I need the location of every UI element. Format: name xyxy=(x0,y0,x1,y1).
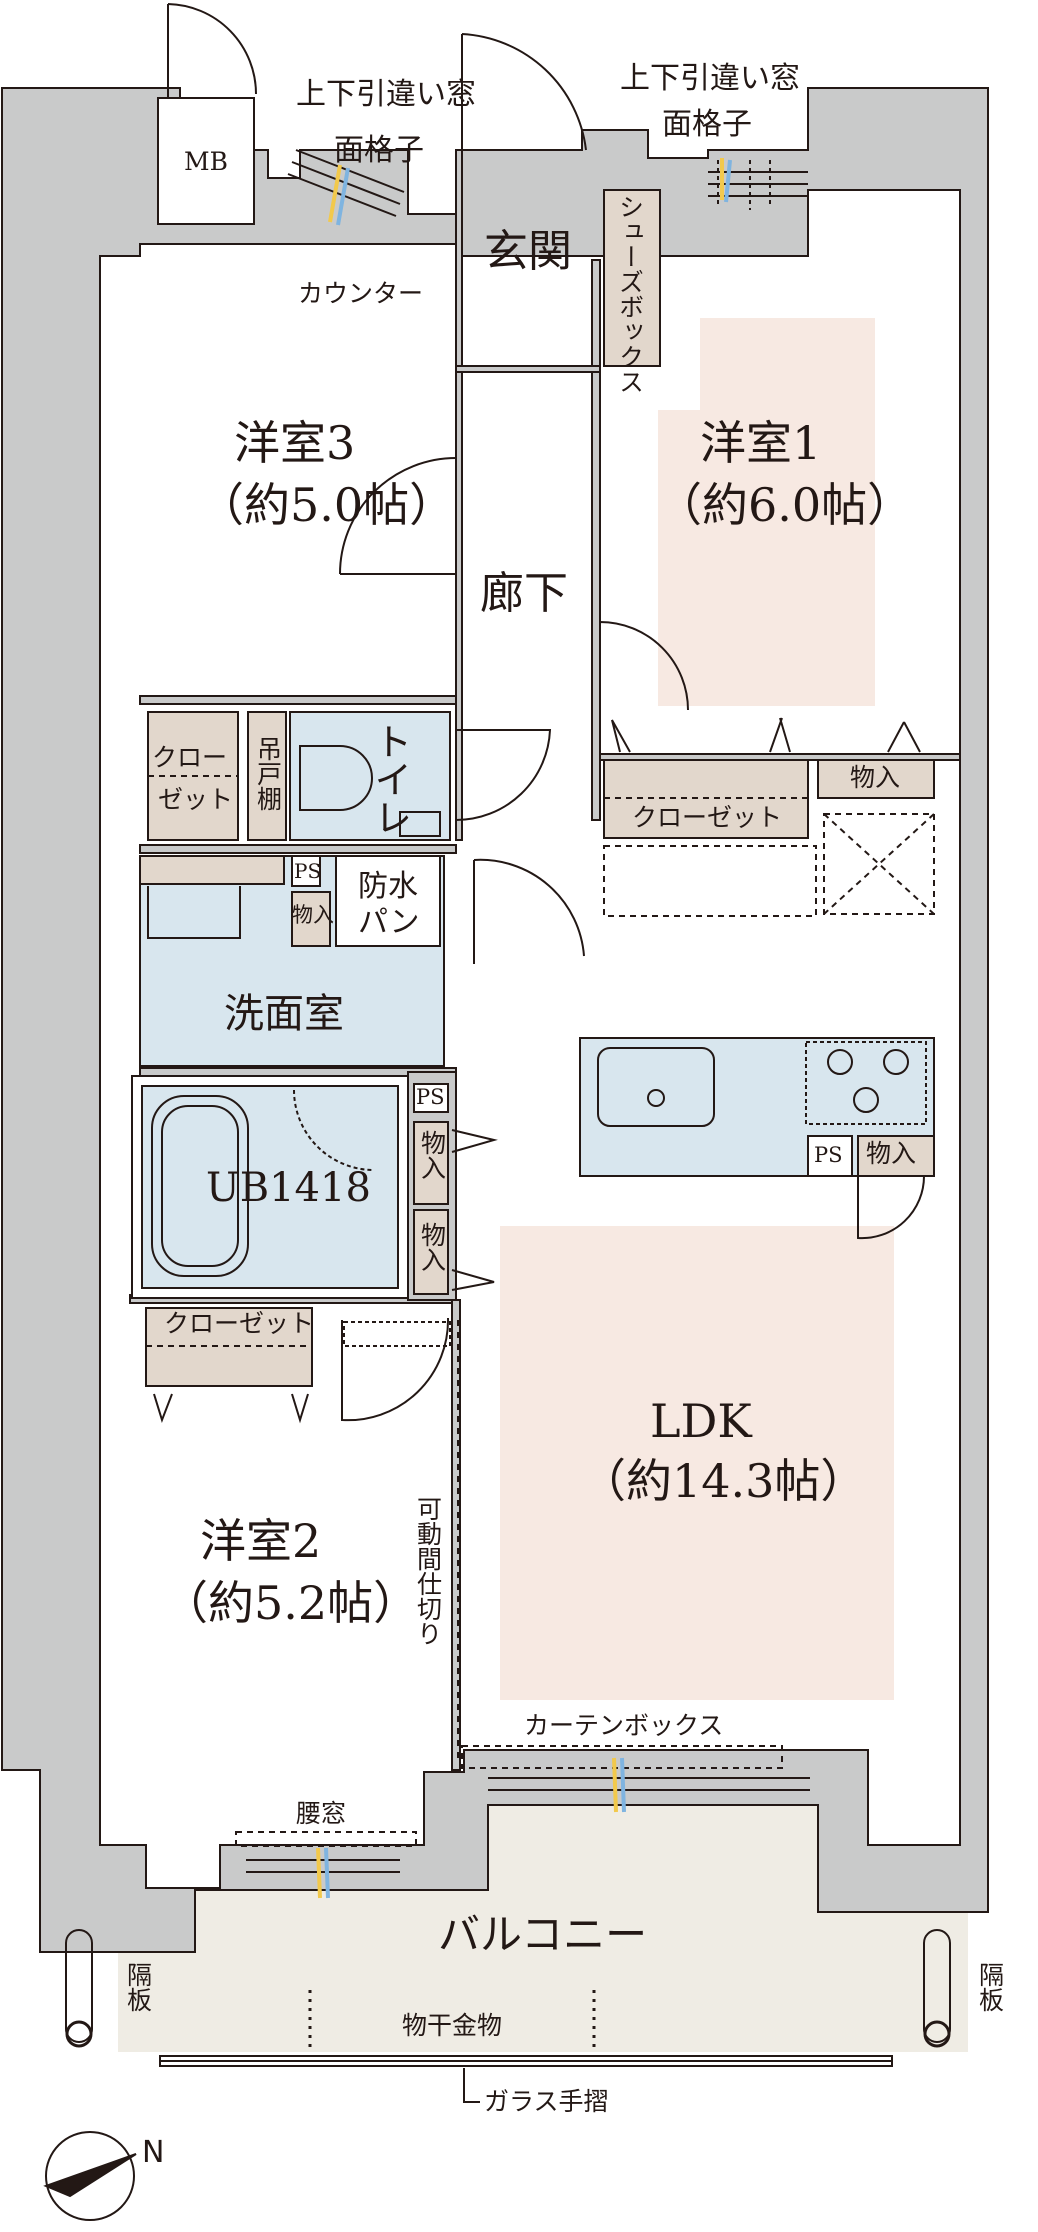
room3-door xyxy=(339,457,457,575)
room2-window xyxy=(235,1831,417,1899)
lattice-left-label: 面格子 xyxy=(334,133,424,168)
room2-size: （約5.2帖） xyxy=(162,1576,420,1630)
partition-right-label: 隔板 xyxy=(975,1962,1005,2012)
ps-2-label: PS xyxy=(416,1085,445,1109)
window-left-label: 上下引違い窓 xyxy=(296,77,476,112)
room3-size: （約5.0帖） xyxy=(198,478,456,532)
shoe-box xyxy=(603,189,661,367)
hanging-shelf-label: 吊戸棚 xyxy=(253,736,283,811)
toilet-label: トイレ xyxy=(367,722,412,836)
ps-box-3 xyxy=(807,1135,853,1177)
movable-partition-label: 可動間仕切り xyxy=(413,1496,443,1646)
kitchen-sink xyxy=(597,1047,715,1127)
bath-label: UB1418 xyxy=(206,1165,371,1211)
wash-door xyxy=(473,858,585,964)
storage-ub-label-1: 物入 xyxy=(417,1130,447,1180)
room2-door xyxy=(341,1317,450,1422)
toilet-bowl xyxy=(299,745,373,811)
washroom-label: 洗面室 xyxy=(224,991,344,1037)
room3-name: 洋室3 xyxy=(234,416,356,470)
waist-window-label: 腰窓 xyxy=(296,1799,347,1828)
room1-door xyxy=(599,621,689,711)
ldk-size: （約14.3帖） xyxy=(580,1454,867,1508)
storage-wash-label: 物入 xyxy=(292,903,334,927)
balcony-floor xyxy=(118,1805,968,2052)
waterproof-pan xyxy=(335,855,441,947)
partition-left-shape xyxy=(65,1929,93,2048)
partition-right-shape xyxy=(923,1929,951,2048)
wall-room3-bottom xyxy=(139,695,457,705)
closet-room1-label: クローゼット xyxy=(632,803,783,832)
hanging-shelf xyxy=(247,711,287,841)
north-label: N xyxy=(142,2135,165,2170)
right-window xyxy=(708,158,808,210)
storage-kitchen-label: 物入 xyxy=(866,1139,917,1168)
wall-toilet-bottom xyxy=(139,844,457,854)
toilet-room xyxy=(289,711,451,841)
stove xyxy=(805,1041,927,1125)
counter-label: カウンター xyxy=(298,279,424,308)
storage-ub-1 xyxy=(413,1121,449,1205)
storage-top xyxy=(817,759,935,799)
clothes-pole-line xyxy=(308,1990,596,2050)
lattice-right-label: 面格子 xyxy=(662,107,752,142)
storage-cross-left xyxy=(603,845,817,917)
wall-entrance-floor xyxy=(455,365,601,373)
curtain-box-outline xyxy=(461,1745,783,1769)
closet-left-label-1: クロー xyxy=(152,743,228,772)
ldk-name: LDK xyxy=(650,1394,752,1448)
mb-closet xyxy=(157,97,255,225)
compass-icon xyxy=(43,2131,137,2221)
kitchen-storage-door xyxy=(857,1175,926,1240)
ps-box-1 xyxy=(291,855,321,887)
ps-1-label: PS xyxy=(294,859,322,883)
wall-hall-right xyxy=(591,259,601,821)
closet-room2-label: クローゼット xyxy=(164,1309,315,1338)
waterproof-pan-label-2: パン xyxy=(358,905,420,940)
entrance-label: 玄関 xyxy=(484,226,572,277)
mb-door xyxy=(167,3,257,98)
storage-kitchen xyxy=(857,1135,935,1177)
ldk-floor xyxy=(500,1226,894,1700)
bathtub xyxy=(151,1095,249,1277)
toilet-door xyxy=(455,729,552,822)
storage-cross-right xyxy=(823,813,935,915)
window-right-label: 上下引違い窓 xyxy=(620,61,800,96)
partition-left-label: 隔板 xyxy=(123,1962,153,2012)
storage-wash xyxy=(291,891,331,947)
balcony-label: バルコニー xyxy=(438,1910,648,1959)
room1-size: （約6.0帖） xyxy=(656,478,914,532)
bath-room xyxy=(141,1085,399,1289)
waterproof-pan-label-1: 防水 xyxy=(358,869,418,904)
entrance-door xyxy=(461,33,587,151)
ps-3-label: PS xyxy=(814,1143,843,1167)
curtain-box-label: カーテンボックス xyxy=(524,1711,724,1740)
wash-counter xyxy=(139,855,285,885)
closet-left-label-2: ゼット xyxy=(158,785,234,814)
left-window xyxy=(287,149,405,226)
glass-rail-label: ガラス手摺 xyxy=(484,2087,609,2116)
storage-ub-2 xyxy=(413,1209,449,1295)
ps-box-2 xyxy=(413,1083,449,1113)
ldk-window xyxy=(488,1757,810,1813)
shoe-box-label: シューズボックス xyxy=(615,194,645,394)
storage-top-label: 物入 xyxy=(850,763,901,792)
room1-floor xyxy=(658,318,875,706)
room2-name: 洋室2 xyxy=(200,1514,322,1568)
movable-partition-line xyxy=(451,1320,459,1762)
mb-label: MB xyxy=(184,147,228,176)
wall-entrance-left xyxy=(455,149,463,841)
storage-ub-label-2: 物入 xyxy=(417,1222,447,1272)
hallway-label: 廊下 xyxy=(480,568,568,619)
room1-name: 洋室1 xyxy=(700,416,822,470)
washing-machine xyxy=(147,886,241,939)
clothes-pole-label: 物干金物 xyxy=(402,2011,503,2040)
